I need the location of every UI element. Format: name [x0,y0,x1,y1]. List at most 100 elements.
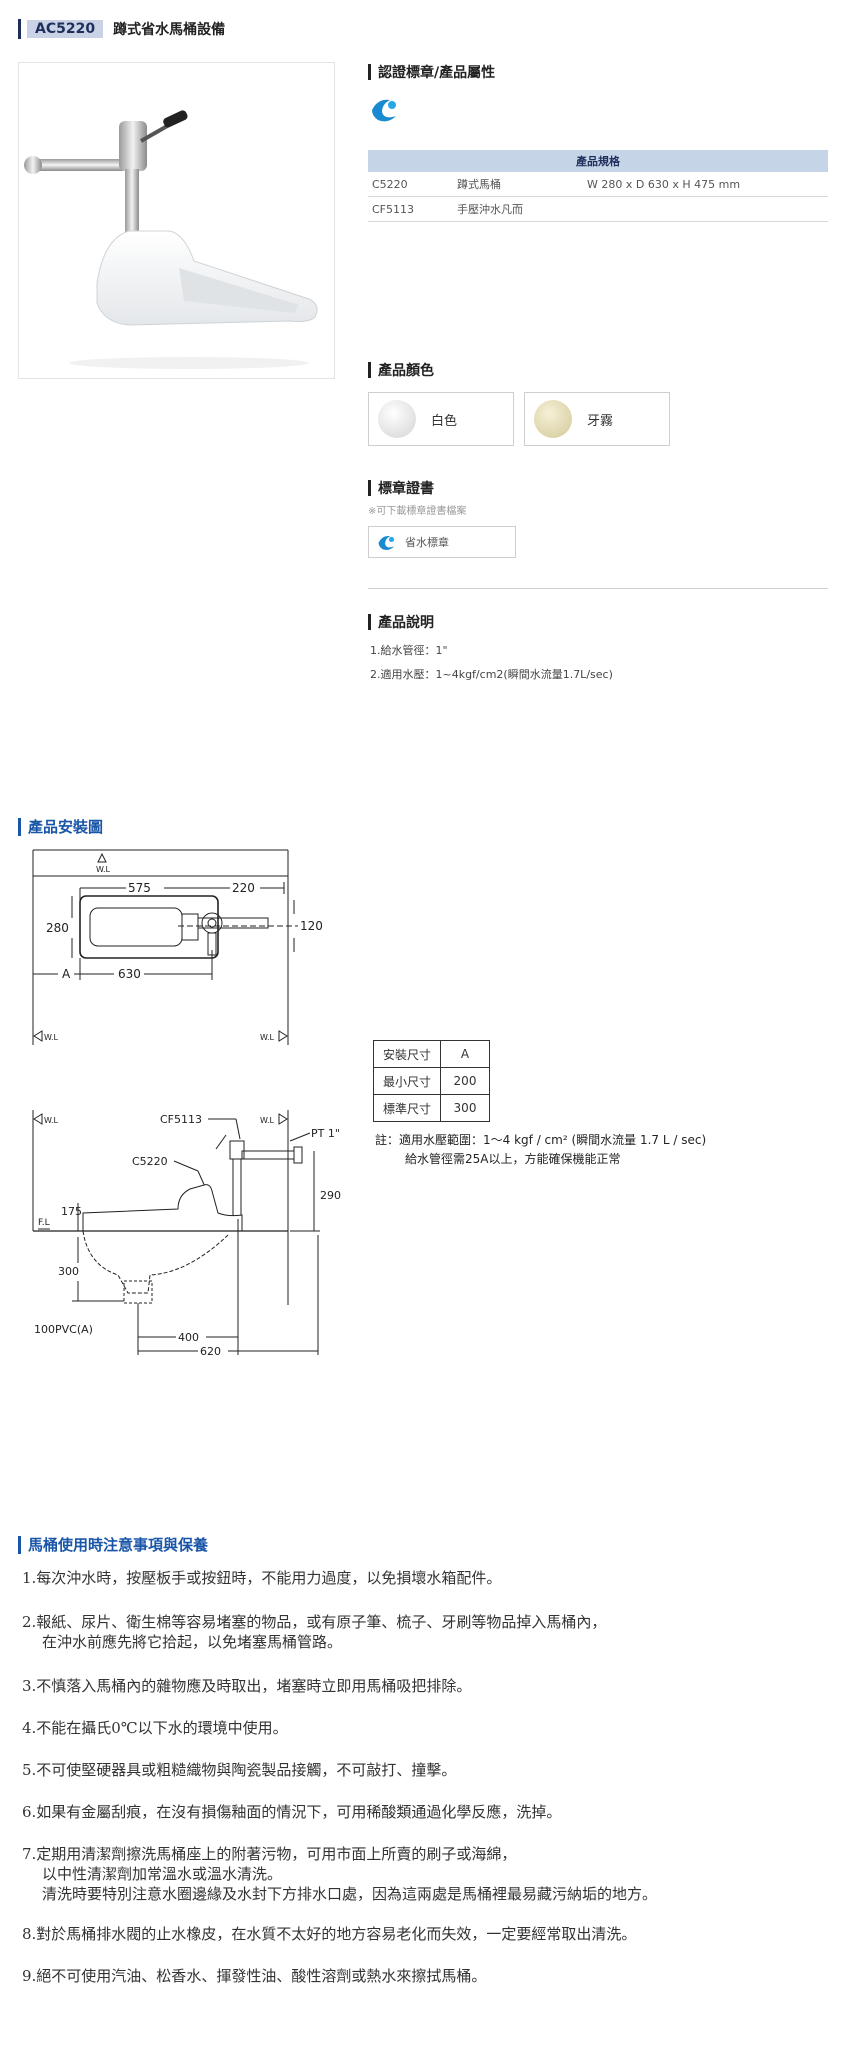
care-line: 3.不慎落入馬桶內的雜物應及時取出，堵塞時立即用馬桶吸把排除。 [22,1677,472,1695]
table-cell: 標準尺寸 [373,1094,441,1122]
table-cell: 300 [440,1094,490,1122]
care-line: 6.如果有金屬刮痕，在沒有損傷釉面的情況下，可用稀酸類通過化學反應，洗掉。 [22,1803,562,1821]
care-line: 7.定期用清潔劑擦洗馬桶座上的附著污物，可用市面上所賣的刷子或海綿， [22,1845,517,1863]
spec-model: C5220 [368,172,453,197]
colors-heading: 產品顏色 [368,360,434,380]
water-saving-cert-link[interactable]: 省水標章 [368,526,516,558]
dim-290-label: 290 [320,1189,341,1202]
fl-label: F.L [38,1218,50,1228]
c5220-label: C5220 [132,1155,168,1168]
care-item-6: 6.如果有金屬刮痕，在沒有損傷釉面的情況下，可用稀酸類通過化學反應，洗掉。 [22,1802,561,1822]
squat-toilet-illustration [24,110,318,369]
care-line: 4.不能在攝氏0℃以下水的環境中使用。 [22,1719,288,1737]
certificates-heading: 標章證書 [368,478,434,498]
table-header: 安裝尺寸 [373,1040,441,1068]
dim-175-label: 175 [61,1205,82,1218]
ivory-swatch [534,400,572,438]
spec-size [583,196,828,222]
care-line: 9.絕不可使用汽油、松香水、揮發性油、酸性溶劑或熱水來擦拭馬桶。 [22,1967,487,1985]
colors-title: 產品顏色 [378,363,434,379]
install-note-1: 註：適用水壓範圍：1～4 kgf / cm² (瞬間水流量 1.7 L / se… [375,1133,707,1147]
spec-desc: 蹲式馬桶 [453,172,583,197]
pvc-label: 100PVC(A) [34,1323,93,1336]
spec-desc: 手壓沖水凡而 [453,196,583,222]
install-title: 產品安裝圖 [28,818,104,836]
cert-section-heading: 認證標章/產品屬性 [368,62,495,82]
certificates-note: ※可下載標章證書檔案 [368,506,467,517]
white-swatch [378,400,416,438]
heading-bar [368,480,371,496]
color-option-ivory[interactable]: 牙霧 [524,392,670,446]
color-name: 牙霧 [587,413,614,429]
dim-630-label: 630 [118,967,141,981]
table-cell: 200 [440,1067,490,1095]
dim-300-label: 300 [58,1265,79,1278]
heading-bar [18,1535,21,1554]
color-name: 白色 [431,413,458,429]
description-line: 2.適用水壓：1~4kgf/cm2(瞬間水流量1.7L/sec) [370,668,613,681]
dim-220-label: 220 [232,881,255,895]
care-item-4: 4.不能在攝氏0℃以下水的環境中使用。 [22,1718,288,1738]
product-title-bar: AC5220 蹲式省水馬桶設備 [18,18,225,40]
heading-bar [368,614,371,630]
care-item-1: 1.每次沖水時，按壓板手或按鈕時，不能用力過度，以免損壞水箱配件。 [22,1568,501,1588]
install-note-2: 給水管徑需25A以上，方能確保機能正常 [405,1152,621,1166]
care-line: 清洗時要特別注意水圈邊緣及水封下方排水口處，因為這兩處是馬桶裡最易藏污納垢的地方… [42,1885,658,1903]
care-item-8: 8.對於馬桶排水閥的止水橡皮，在水質不太好的地方容易老化而失效，一定要經常取出清… [22,1924,636,1944]
table-row: CF5113 手壓沖水凡而 [368,196,828,222]
care-item-2: 2.報紙、尿片、衛生棉等容易堵塞的物品，或有原子筆、梳子、牙刷等物品掉入馬桶內，… [22,1612,606,1652]
table-row: 標準尺寸 300 [373,1094,490,1122]
spec-table-title: 產品規格 [368,150,828,172]
dim-620-label: 620 [200,1345,221,1358]
top-view-drawing: W.L 575 220 280 120 A 630 W.L W.L [32,849,323,1045]
care-title: 馬桶使用時注意事項與保養 [28,1536,209,1554]
dim-120-label: 120 [300,919,323,933]
pt-label: PT 1" [311,1127,340,1140]
care-item-7: 7.定期用清潔劑擦洗馬桶座上的附著污物，可用市面上所賣的刷子或海綿， 以中性清潔… [22,1844,657,1904]
care-item-5: 5.不可使堅硬器具或粗糙織物與陶瓷製品接觸，不可敲打、撞擊。 [22,1760,456,1780]
description-line: 1.給水管徑：1" [370,644,448,657]
table-header: A [440,1040,490,1068]
table-cell: 最小尺寸 [373,1067,441,1095]
care-heading: 馬桶使用時注意事項與保養 [18,1534,208,1555]
spec-size: W 280 x D 630 x H 475 mm [583,172,828,197]
cert-item-label: 省水標章 [405,536,449,549]
heading-bar [18,817,21,836]
care-item-9: 9.絕不可使用汽油、松香水、揮發性油、酸性溶劑或熱水來擦拭馬桶。 [22,1966,486,1986]
product-photo [18,62,335,379]
spec-model: CF5113 [368,196,453,222]
description-heading: 產品說明 [368,612,434,632]
care-line: 以中性清潔劑加常溫水或溫水清洗。 [42,1865,283,1883]
product-code: AC5220 [27,20,104,38]
wl-right-label: W.L [260,1116,275,1125]
heading-bar [368,64,371,80]
spec-table: 產品規格 C5220 蹲式馬桶 W 280 x D 630 x H 475 mm… [368,150,828,222]
table-row: 最小尺寸 200 [373,1067,490,1095]
install-heading: 產品安裝圖 [18,816,103,837]
cf5113-label: CF5113 [160,1113,202,1126]
wl-top-label: W.L [96,865,111,874]
dim-400-label: 400 [178,1331,199,1344]
cert-section-title: 認證標章/產品屬性 [378,65,496,81]
dim-a-label: A [62,967,71,981]
water-saving-logo-icon[interactable] [368,92,402,126]
heading-bar [368,362,371,378]
wl-left-label: W.L [44,1033,59,1042]
table-row: C5220 蹲式馬桶 W 280 x D 630 x H 475 mm [368,172,828,197]
title-accent-bar [18,19,21,39]
description-title: 產品說明 [378,615,434,631]
care-line: 2.報紙、尿片、衛生棉等容易堵塞的物品，或有原子筆、梳子、牙刷等物品掉入馬桶內， [22,1613,607,1631]
dim-280-label: 280 [46,921,69,935]
divider [368,588,828,589]
color-option-white[interactable]: 白色 [368,392,514,446]
install-size-table: 安裝尺寸 A 最小尺寸 200 標準尺寸 300 [373,1040,490,1122]
side-view-drawing: W.L W.L CF5113 PT 1" C5220 F.L 175 290 3… [32,1110,341,1358]
care-line: 8.對於馬桶排水閥的止水橡皮，在水質不太好的地方容易老化而失效，一定要經常取出清… [22,1925,637,1943]
certificates-title: 標章證書 [378,481,434,497]
wl-right-label: W.L [260,1033,275,1042]
dim-575-label: 575 [128,881,151,895]
care-line: 1.每次沖水時，按壓板手或按鈕時，不能用力過度，以免損壞水箱配件。 [22,1569,502,1587]
care-line: 在沖水前應先將它拾起，以免堵塞馬桶管路。 [42,1633,343,1651]
water-saving-logo-icon [378,535,395,550]
table-row: 安裝尺寸 A [373,1040,490,1068]
